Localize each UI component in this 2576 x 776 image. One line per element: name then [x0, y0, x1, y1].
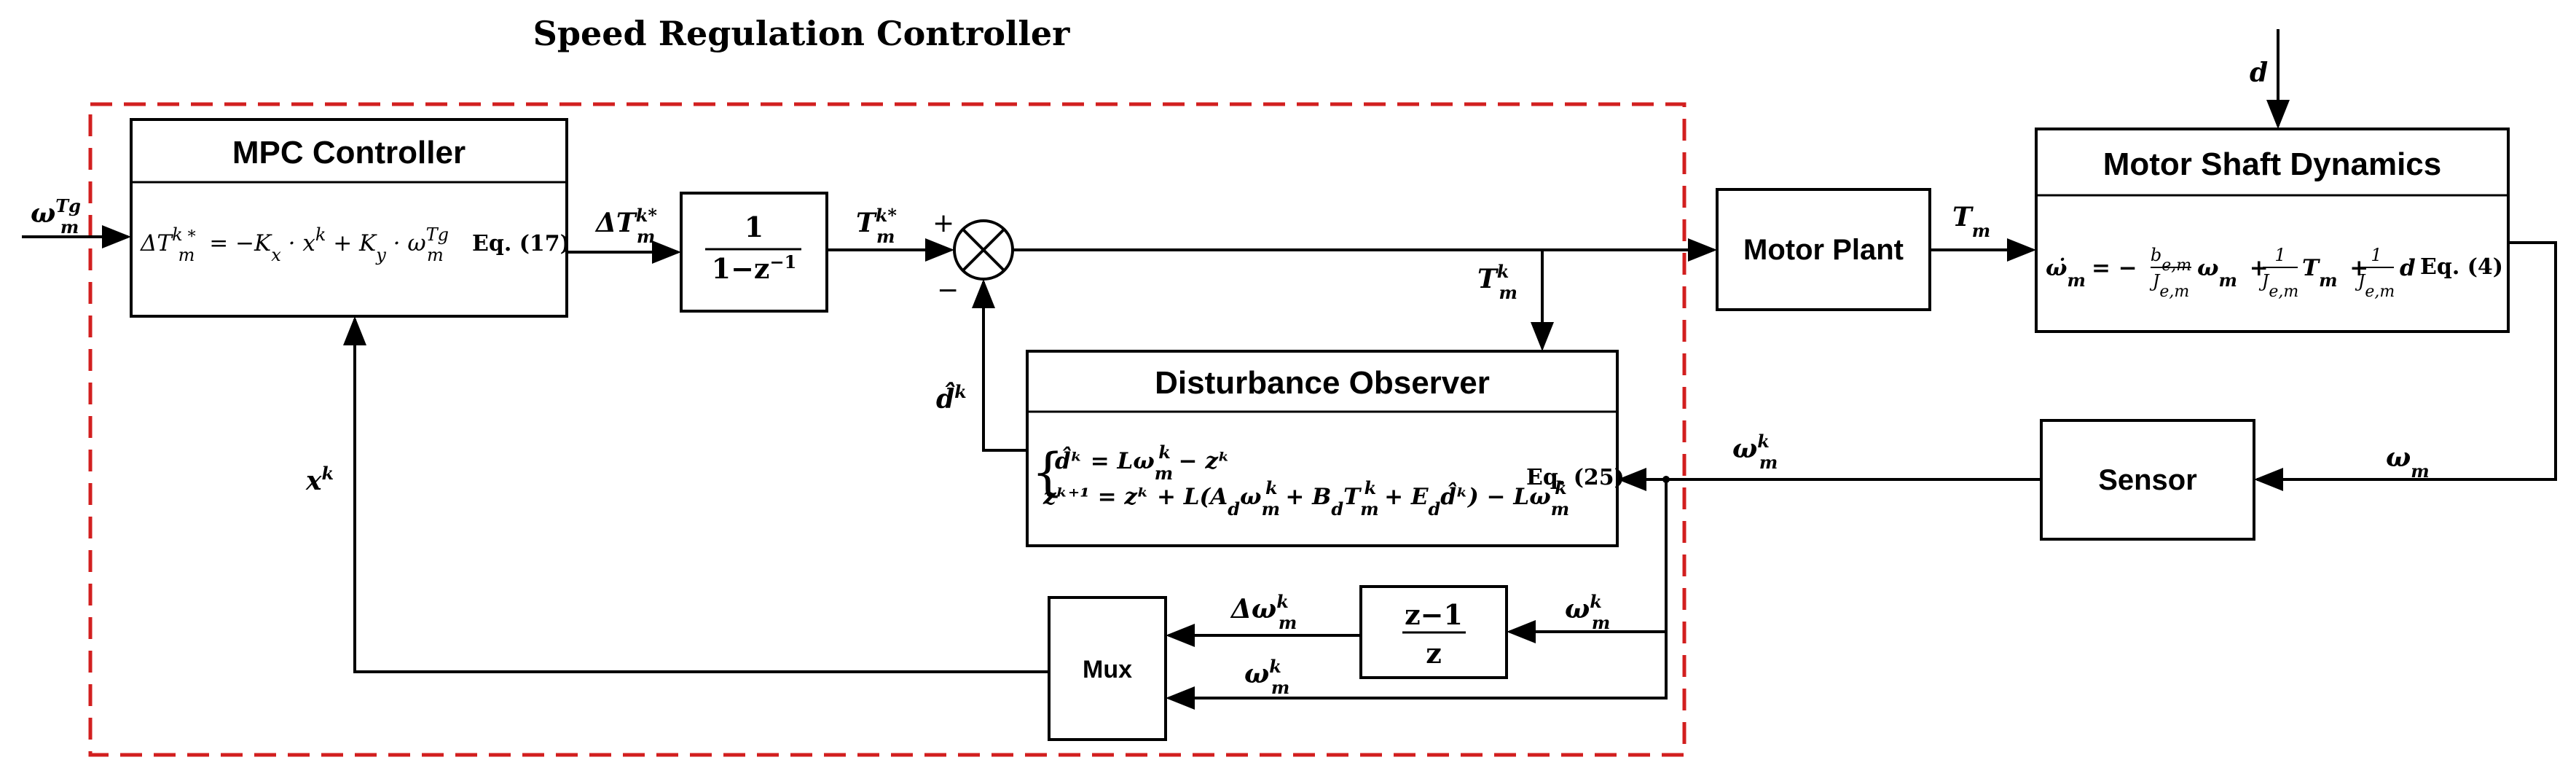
shaft-equation-term1: ωm + — [2197, 255, 2269, 291]
motor-shaft-dynamics-block: Motor Shaft Dynamics ω̇m= − be,m Je,m ωm… — [2035, 128, 2510, 333]
wire-shaft-to-sensor — [2254, 241, 2557, 491]
shaft-dynamics-header: Motor Shaft Dynamics — [2103, 146, 2442, 182]
label-disturbance: d — [2250, 58, 2268, 88]
wire-speed-branch — [1166, 479, 1668, 710]
differencer-numerator: z−1 — [1405, 598, 1463, 631]
label-delta-torque-cmd: ΔTk*m — [594, 205, 657, 247]
mpc-controller-block: MPC Controller ΔTk *m = −Kx · xk + Ky · … — [130, 118, 570, 318]
svg-text:Je,m: Je,m — [2258, 271, 2299, 301]
svg-text:1: 1 — [2371, 245, 2381, 265]
shaft-equation-lhs: ω̇m= − — [2046, 255, 2137, 291]
differencer-block: z−1 z — [1359, 585, 1508, 679]
disturbance-observer-block: Disturbance Observer { d̂ᵏ = Lωmk − zᵏ z… — [1026, 350, 1625, 547]
shaft-equation-term3: d — [2400, 255, 2416, 281]
integrator-numerator: 1 — [745, 211, 763, 243]
observer-equation-ref: Eq. (25) — [1526, 465, 1625, 490]
integrator-denominator: 1−z−1 — [712, 251, 797, 286]
wire-state-feedback — [343, 316, 1049, 673]
mpc-controller-header: MPC Controller — [232, 135, 466, 171]
controller-boundary — [88, 102, 1686, 757]
wire-estimate-to-sum — [972, 279, 1027, 452]
label-state-x: xk — [305, 463, 334, 497]
svg-text:1: 1 — [2274, 245, 2285, 265]
shaft-equation-ref: Eq. (4) — [2420, 254, 2503, 280]
shaft-fraction-2: 1 Je,m — [2258, 245, 2299, 301]
label-omega-m: ωm — [2386, 442, 2430, 482]
observer-brace: { — [1032, 442, 1064, 502]
mux-block: Mux — [1048, 596, 1167, 741]
svg-text:be,m: be,m — [2151, 245, 2191, 275]
observer-equation-1: d̂ᵏ = Lωmk − zᵏ — [1055, 442, 1230, 484]
diagram-title: Speed Regulation Controller — [533, 14, 1070, 53]
differencer-denominator: z — [1426, 637, 1442, 670]
motor-plant-block: Motor Plant — [1716, 188, 1931, 311]
junction-dot-speed — [1662, 476, 1670, 483]
mpc-equation-ref: Eq. (17) — [472, 231, 570, 256]
label-d-hat: d̂k — [936, 381, 967, 415]
sensor-block: Sensor — [2040, 419, 2255, 541]
mux-label: Mux — [1083, 656, 1132, 683]
observer-equation-2: zᵏ⁺¹ = zᵏ + L(Adωmk + BdTmk + Edd̂ᵏ) − L… — [1042, 477, 1569, 520]
integrator-block: 1 1−z−1 — [680, 192, 828, 313]
observer-header: Disturbance Observer — [1155, 365, 1490, 401]
sum-minus-sign: − — [937, 275, 959, 305]
summing-junction — [953, 219, 1014, 281]
sum-plus-sign: + — [932, 208, 954, 238]
label-torque-cmd: Tk*m — [856, 205, 897, 247]
label-torque-m: Tm — [1952, 202, 1990, 241]
sensor-label: Sensor — [2098, 464, 2197, 496]
motor-plant-label: Motor Plant — [1743, 234, 1904, 266]
